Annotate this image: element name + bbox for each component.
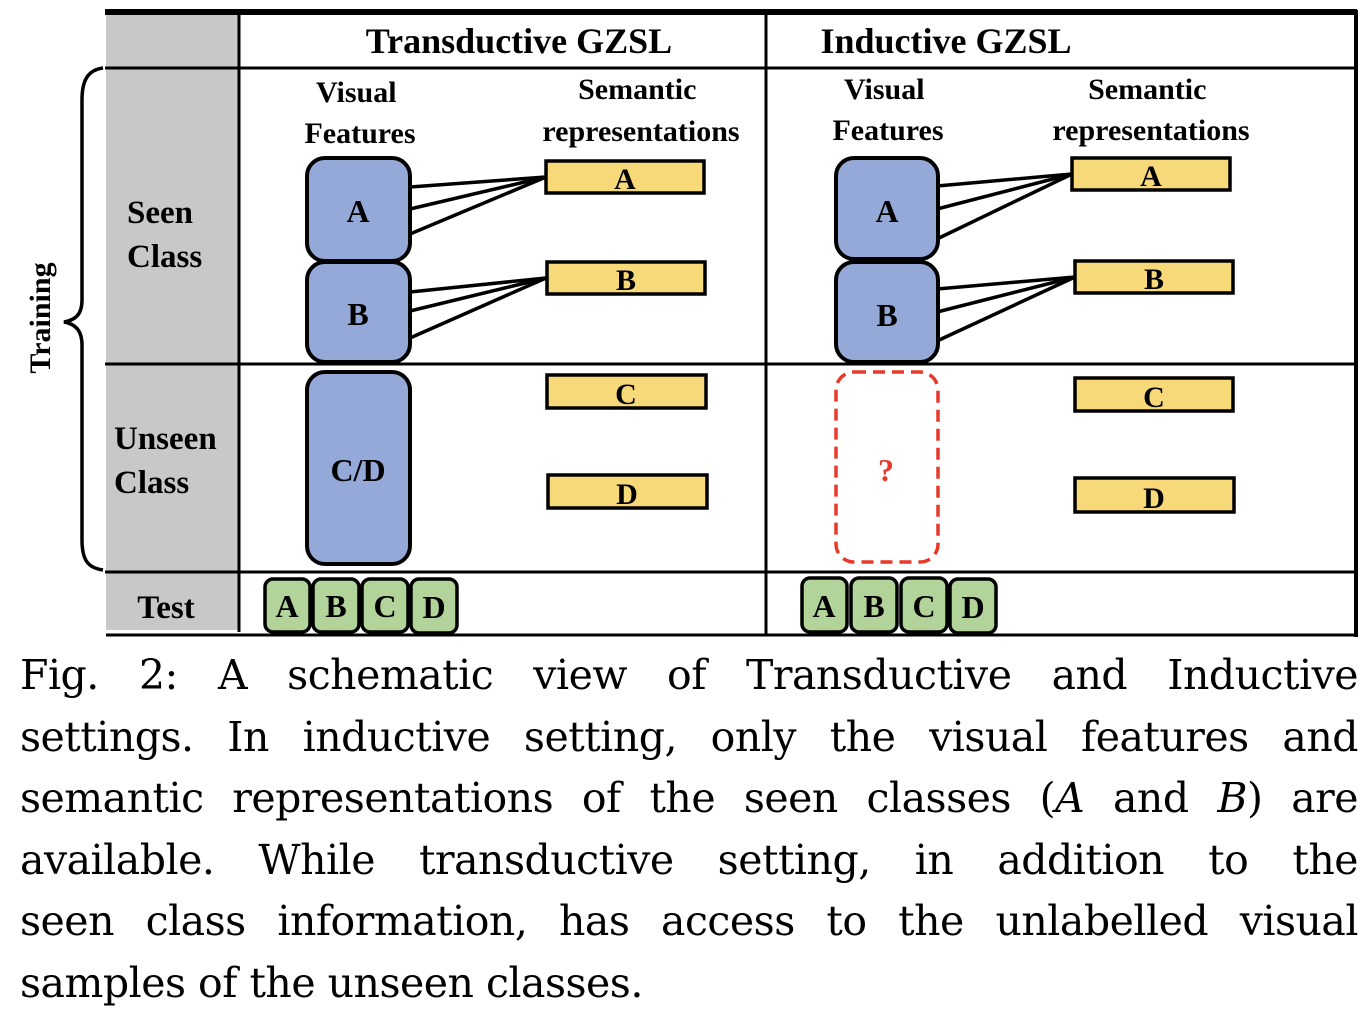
figure-caption: Fig. 2: A schematic view of Transductive…	[20, 645, 1358, 1014]
inductive-semantic-d: D	[1075, 478, 1234, 515]
gzsl-schematic-diagram: Training Seen Class Unseen Class Test Tr…	[0, 0, 1370, 645]
svg-text:A: A	[812, 588, 835, 624]
svg-text:C: C	[1143, 381, 1165, 414]
inductive-semantic-c: C	[1075, 378, 1233, 414]
transductive-visual-b: B	[307, 262, 410, 362]
inductive-title: Inductive GZSL	[820, 21, 1071, 61]
svg-text:B: B	[616, 264, 636, 297]
svg-text:A: A	[875, 193, 898, 229]
svg-text:B: B	[1144, 263, 1164, 296]
transductive-title: Transductive GZSL	[366, 21, 672, 61]
svg-text:D: D	[1143, 482, 1165, 515]
svg-text:A: A	[1140, 160, 1162, 193]
transductive-visual-header: Visual Features	[304, 76, 415, 150]
svg-text:C: C	[912, 588, 935, 624]
training-brace	[64, 68, 103, 570]
inductive-test-c: C	[901, 578, 947, 632]
svg-text:B: B	[325, 588, 346, 624]
svg-text:C: C	[373, 588, 396, 624]
inductive-semantic-b: B	[1075, 261, 1233, 296]
row-header-column	[106, 12, 238, 630]
inductive-column: Inductive GZSL Visual Features Semantic …	[802, 21, 1250, 633]
transductive-semantic-d: D	[548, 475, 707, 511]
inductive-visual-b: B	[836, 262, 938, 362]
transductive-column: Transductive GZSL Visual Features Semant…	[265, 21, 740, 633]
svg-text:D: D	[422, 589, 445, 625]
transductive-visual-unseen: C/D	[307, 372, 410, 564]
transductive-semantic-b: B	[547, 262, 705, 297]
svg-text:D: D	[961, 589, 984, 625]
svg-text:B: B	[347, 296, 368, 332]
transductive-test-c: C	[362, 579, 408, 632]
svg-text:B: B	[876, 297, 897, 333]
caption-line: seen class information, has access to th…	[20, 891, 1358, 953]
inductive-test-b: B	[851, 578, 897, 632]
caption-line: Fig. 2: A schematic view of Transductive…	[20, 645, 1358, 707]
transductive-test-b: B	[313, 579, 359, 632]
transductive-visual-a: A	[307, 158, 410, 261]
inductive-visual-unknown: ?	[836, 372, 938, 562]
svg-text:B: B	[863, 588, 884, 624]
transductive-semantic-a: A	[546, 161, 704, 196]
inductive-test-a: A	[802, 578, 847, 632]
inductive-visual-a: A	[836, 158, 938, 259]
svg-text:A: A	[275, 588, 298, 624]
inductive-semantic-a: A	[1072, 158, 1230, 193]
svg-text:A: A	[346, 193, 369, 229]
inductive-test-d: D	[950, 579, 996, 633]
training-label: Training	[24, 262, 57, 373]
test-row-label: Test	[137, 590, 194, 626]
svg-text:A: A	[614, 163, 636, 196]
transductive-semantic-header: Semantic representations	[542, 73, 739, 148]
inductive-visual-header: Visual Features	[832, 73, 943, 147]
svg-text:C/D: C/D	[330, 452, 385, 488]
question-mark-icon: ?	[878, 452, 894, 488]
inductive-connections	[937, 174, 1075, 341]
caption-line: samples of the unseen classes.	[20, 953, 1358, 1014]
svg-text:C: C	[615, 378, 637, 411]
caption-line: settings. In inductive setting, only the…	[20, 707, 1358, 769]
caption-line: available. While transductive setting, i…	[20, 830, 1358, 892]
transductive-semantic-c: C	[547, 375, 706, 411]
transductive-test-d: D	[411, 579, 457, 633]
caption-line: semantic representations of the seen cla…	[20, 768, 1358, 830]
transductive-connections	[410, 177, 546, 338]
inductive-semantic-header: Semantic representations	[1052, 73, 1249, 147]
svg-text:D: D	[616, 478, 638, 511]
transductive-test-a: A	[265, 579, 310, 632]
